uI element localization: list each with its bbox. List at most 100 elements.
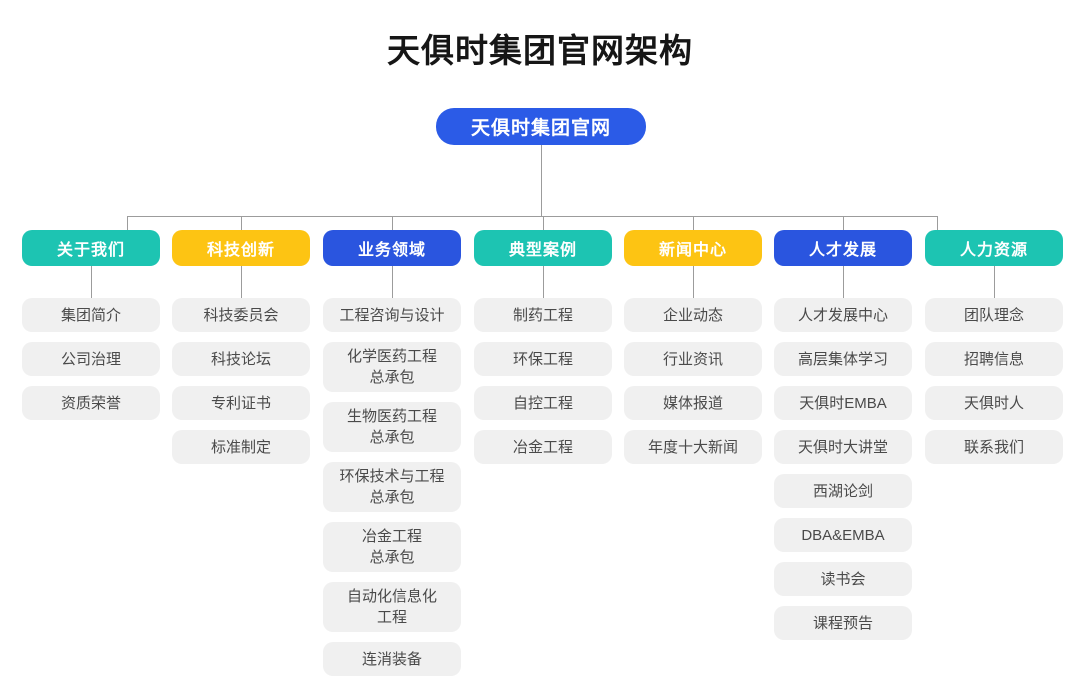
sitemap-item: 企业动态 (624, 298, 762, 332)
sitemap-item: 连消装备 (323, 642, 461, 676)
root-vertical-connector (541, 145, 542, 216)
horizontal-connector (127, 216, 937, 217)
sitemap-item: DBA&EMBA (774, 518, 912, 552)
root-node: 天俱时集团官网 (436, 108, 646, 145)
sitemap-item-line: 总承包 (369, 549, 415, 566)
sitemap-item: 联系我们 (925, 430, 1063, 464)
branch-bottom-connector (543, 266, 544, 298)
sitemap-item-line: 总承包 (369, 489, 415, 506)
branch-header: 关于我们 (22, 230, 160, 266)
sitemap-item-line: 冶金工程 (361, 528, 422, 545)
sitemap-item: 人才发展中心 (774, 298, 912, 332)
branch-header: 新闻中心 (624, 230, 762, 266)
branch-top-connector (843, 216, 844, 230)
branch-bottom-connector (843, 266, 844, 298)
sitemap-item-line: 年度十大新闻 (647, 438, 738, 456)
sitemap-item: 课程预告 (774, 606, 912, 640)
sitemap-item-line: 标准制定 (210, 438, 271, 456)
sitemap-item: 天俱时EMBA (774, 386, 912, 420)
sitemap-item-line: DBA&EMBA (801, 526, 885, 544)
sitemap-item-line: 人才发展中心 (797, 306, 888, 324)
branch-header-label: 人力资源 (959, 242, 1028, 259)
sitemap-item-line: 天俱时大讲堂 (797, 438, 888, 456)
sitemap-item: 冶金工程 (474, 430, 612, 464)
sitemap-item: 行业资讯 (624, 342, 762, 376)
sitemap-item-line: 自动化信息化 (346, 588, 437, 605)
branch-header-label: 关于我们 (56, 242, 125, 259)
sitemap-item-line: 自控工程 (512, 394, 573, 412)
branch-header: 科技创新 (172, 230, 310, 266)
sitemap-item-line: 高层集体学习 (797, 350, 888, 368)
sitemap-item-line: 读书会 (820, 570, 866, 588)
branch-bottom-connector (91, 266, 92, 298)
branch-top-connector (543, 216, 544, 230)
sitemap-item-line: 集团简介 (60, 306, 121, 324)
branch-top-connector (937, 216, 938, 230)
sitemap-item-line: 化学医药工程 (346, 348, 437, 365)
sitemap-item-line: 总承包 (369, 429, 415, 446)
branch-header-label: 人才发展 (808, 242, 877, 259)
branch-header-label: 典型案例 (508, 242, 577, 259)
sitemap-item-line: 资质荣誉 (60, 394, 121, 412)
root-node-label: 天俱时集团官网 (470, 118, 611, 139)
sitemap-item: 制药工程 (474, 298, 612, 332)
branch-top-connector (392, 216, 393, 230)
sitemap-item: 冶金工程总承包 (323, 522, 461, 572)
sitemap-item-line: 天俱时EMBA (799, 394, 887, 412)
branch-header: 人力资源 (925, 230, 1063, 266)
branch-bottom-connector (392, 266, 393, 298)
sitemap-item: 科技委员会 (172, 298, 310, 332)
sitemap-item-line: 环保工程 (512, 350, 573, 368)
sitemap-item: 年度十大新闻 (624, 430, 762, 464)
sitemap-item-line: 制药工程 (512, 306, 573, 324)
sitemap-item-line: 总承包 (369, 369, 415, 386)
branch-bottom-connector (693, 266, 694, 298)
sitemap-item-line: 专利证书 (210, 394, 271, 412)
sitemap-item: 团队理念 (925, 298, 1063, 332)
sitemap-item-line: 联系我们 (963, 438, 1024, 456)
branch-header: 典型案例 (474, 230, 612, 266)
branch-header-label: 科技创新 (206, 242, 275, 259)
sitemap-item: 西湖论剑 (774, 474, 912, 508)
sitemap-item-line: 天俱时人 (963, 394, 1024, 412)
sitemap-item: 集团简介 (22, 298, 160, 332)
sitemap-item: 天俱时人 (925, 386, 1063, 420)
sitemap-item-line: 团队理念 (963, 306, 1024, 324)
sitemap-item-line: 冶金工程 (512, 438, 573, 456)
branch-top-connector (241, 216, 242, 230)
sitemap-item: 自控工程 (474, 386, 612, 420)
sitemap-item: 天俱时大讲堂 (774, 430, 912, 464)
sitemap-item: 公司治理 (22, 342, 160, 376)
sitemap-item: 招聘信息 (925, 342, 1063, 376)
sitemap-item-line: 课程预告 (812, 614, 873, 632)
sitemap-item: 高层集体学习 (774, 342, 912, 376)
sitemap-item: 化学医药工程总承包 (323, 342, 461, 392)
branch-header-label: 业务领域 (357, 242, 426, 259)
sitemap-item: 工程咨询与设计 (323, 298, 461, 332)
sitemap-item-line: 公司治理 (60, 350, 121, 368)
sitemap-item: 读书会 (774, 562, 912, 596)
sitemap-item-line: 西湖论剑 (812, 482, 873, 500)
sitemap-item: 资质荣誉 (22, 386, 160, 420)
sitemap-item-line: 工程咨询与设计 (339, 306, 445, 324)
page-title: 天俱时集团官网架构 (387, 32, 693, 69)
sitemap-item-line: 招聘信息 (963, 350, 1024, 368)
branch-bottom-connector (994, 266, 995, 298)
sitemap-item: 环保技术与工程总承包 (323, 462, 461, 512)
sitemap-item-line: 企业动态 (662, 306, 723, 324)
sitemap-item: 专利证书 (172, 386, 310, 420)
sitemap-item-line: 媒体报道 (662, 394, 723, 412)
sitemap-item: 媒体报道 (624, 386, 762, 420)
sitemap-item-line: 环保技术与工程 (339, 468, 445, 485)
sitemap-item-line: 行业资讯 (662, 350, 723, 368)
branch-top-connector (693, 216, 694, 230)
branch-top-connector (127, 216, 128, 230)
sitemap-item: 环保工程 (474, 342, 612, 376)
sitemap-item: 标准制定 (172, 430, 310, 464)
sitemap-item-line: 生物医药工程 (346, 408, 437, 425)
sitemap-item: 生物医药工程总承包 (323, 402, 461, 452)
sitemap-item: 科技论坛 (172, 342, 310, 376)
sitemap-item-line: 科技论坛 (210, 350, 271, 368)
sitemap-item-line: 连消装备 (361, 650, 422, 668)
